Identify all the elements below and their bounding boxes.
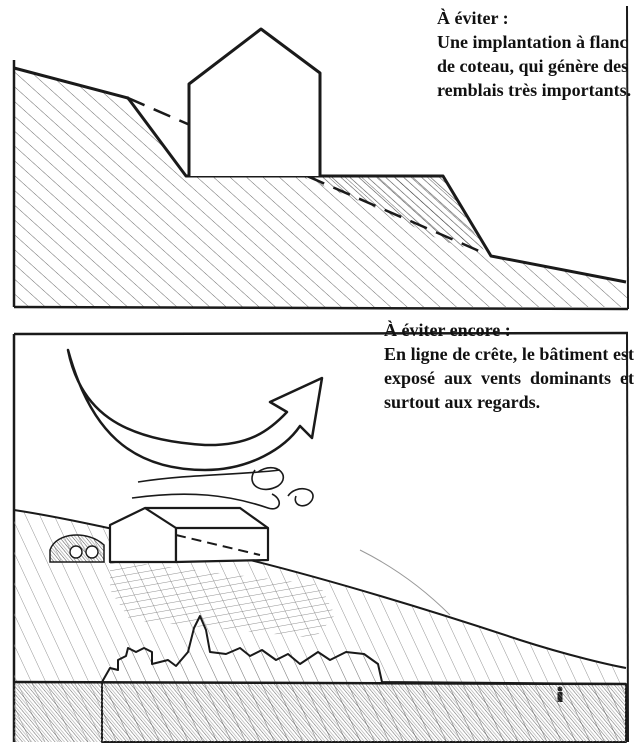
wind-arrow — [66, 348, 324, 472]
top-panel-bottom-border — [13, 305, 629, 311]
horizon-line — [13, 680, 627, 686]
field-strip — [110, 560, 335, 638]
caption-coteau-title: À éviter : — [437, 8, 509, 28]
foreground-ground — [14, 682, 626, 742]
ridge-building — [108, 506, 270, 564]
bottom-panel-ridge-section — [12, 331, 629, 743]
caption-crete-text: En ligne de crête, le bâtiment est expos… — [384, 344, 634, 412]
caption-coteau-text: Une implantation à flanc de coteau, qui … — [437, 32, 632, 100]
house-on-slope — [187, 27, 322, 176]
sky-stroke — [359, 549, 451, 616]
wind-gust-lines — [131, 466, 314, 510]
top-panel-right-border — [626, 5, 629, 310]
top-panel-slope-section — [12, 5, 629, 311]
caption-crete: À éviter encore : En ligne de crête, le … — [384, 318, 634, 414]
caption-coteau: À éviter : Une implantation à flanc de c… — [437, 6, 633, 102]
caption-crete-title: À éviter encore : — [384, 320, 511, 340]
bottom-panel-right-border — [626, 332, 629, 743]
bushes — [49, 534, 105, 563]
bottom-panel-top-border — [13, 331, 629, 336]
